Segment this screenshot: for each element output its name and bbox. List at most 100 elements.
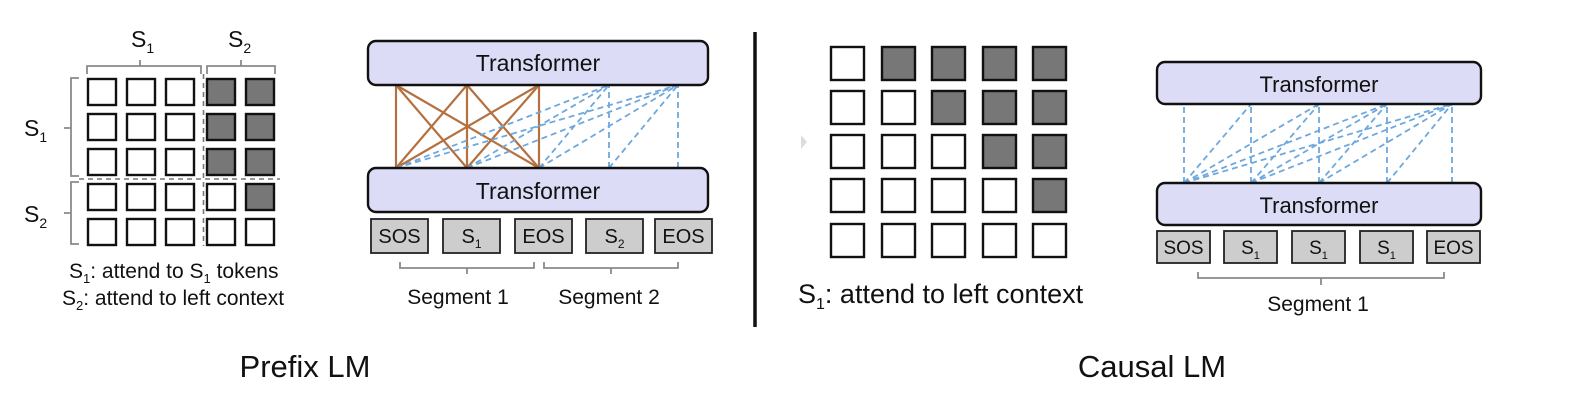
causal-bottom-transformer (1155, 181, 1483, 227)
causal-cell-r5-c4 (981, 222, 1018, 259)
causal-cell-r3-c1 (829, 133, 866, 170)
prefix-cell-r1-c1 (86, 77, 118, 107)
prefix-attention-line-1-to-4 (395, 84, 610, 169)
prefix-cell-r4-c5 (244, 182, 276, 212)
prefix-row-label-s1: S1 (24, 115, 47, 145)
causal-attention-line-1-to-5 (1183, 103, 1453, 184)
prefix-token-2 (442, 218, 501, 254)
prefix-attention-line-1-to-2 (395, 84, 468, 169)
prefix-token-4-label: S2 (604, 226, 624, 251)
prefix-cell-r5-c2 (125, 217, 157, 247)
causal-cell-r3-c5 (1031, 133, 1068, 170)
causal-mask-panel: S1: attend to left context (798, 45, 1084, 313)
causal-token-3-label: S1 (1309, 238, 1328, 262)
causal-cell-r1-c5 (1031, 45, 1068, 82)
prefix-cell-r3-c1 (86, 147, 118, 177)
causal-segment-1-label: Segment 1 (1267, 293, 1369, 316)
prefix-cell-r3-c5 (244, 147, 276, 177)
causal-attention-line-2-to-5 (1250, 103, 1453, 184)
prefix-segment-2-bracket (543, 262, 679, 274)
prefix-attention-line-2-to-4 (466, 84, 610, 169)
causal-cell-r5-c1 (829, 222, 866, 259)
prefix-bottom-transformer (366, 166, 710, 214)
causal-top-transformer (1155, 60, 1483, 106)
play-triangle-icon (801, 135, 807, 149)
prefix-segment-2-label: Segment 2 (558, 286, 660, 309)
prefix-cell-r4-c3 (164, 182, 196, 212)
prefix-row-label-s2: S2 (24, 201, 47, 231)
prefix-attention-line-3-to-5 (538, 84, 679, 169)
prefix-cell-r2-c3 (164, 112, 196, 142)
causal-segment-1-bracket (1197, 272, 1445, 285)
prefix-cell-r3-c3 (164, 147, 196, 177)
causal-mask-grid (829, 45, 1068, 259)
prefix-mask-grid (86, 77, 276, 247)
causal-cell-r2-c5 (1031, 89, 1068, 126)
causal-cell-r2-c3 (930, 89, 967, 126)
prefix-cell-r2-c5 (244, 112, 276, 142)
causal-cell-r2-c2 (880, 89, 917, 126)
causal-attention-line-4-to-5 (1386, 103, 1453, 184)
prefix-cell-r2-c4 (205, 112, 237, 142)
prefix-cell-r5-c5 (244, 217, 276, 247)
prefix-token-4 (585, 218, 644, 254)
causal-cell-r1-c2 (880, 45, 917, 82)
prefix-token-2-label: S1 (461, 226, 481, 251)
prefix-attention-lines (394, 84, 679, 169)
causal-attention-line-1-to-4 (1183, 103, 1388, 184)
causal-token-1-label: SOS (1163, 238, 1203, 259)
prefix-cell-r2-c1 (86, 112, 118, 142)
causal-attention-lines (1183, 103, 1453, 184)
causal-attention-line-1-to-3 (1183, 103, 1320, 184)
causal-cell-r3-c3 (930, 133, 967, 170)
prefix-col-bracket-s2 (206, 60, 276, 74)
prefix-cell-r1-c4 (205, 77, 237, 107)
prefix-attention-line-4-to-5 (608, 84, 679, 169)
causal-cell-r2-c1 (829, 89, 866, 126)
prefix-token-3-label: EOS (522, 226, 564, 248)
prefix-top-transformer (366, 39, 710, 87)
prefix-row-bracket-s2 (64, 181, 79, 245)
causal-cell-r5-c3 (930, 222, 967, 259)
prefix-cell-r5-c3 (164, 217, 196, 247)
prefix-col-label-s2: S2 (228, 26, 251, 56)
causal-token-4-label: S1 (1377, 238, 1396, 262)
prefix-segment-1-label: Segment 1 (407, 286, 509, 309)
prefix-segment-1-bracket (399, 262, 535, 274)
causal-lm-caption: Causal LM (1078, 349, 1226, 384)
prefix-legend-line-2: S2: attend to left context (62, 287, 284, 313)
causal-cell-r2-c4 (981, 89, 1018, 126)
prefix-attention-line-1-to-3 (395, 84, 540, 169)
causal-cell-r5-c5 (1031, 222, 1068, 259)
causal-cell-r4-c3 (930, 177, 967, 214)
causal-attention-line-1-to-2 (1183, 103, 1252, 184)
prefix-cell-r4-c4 (205, 182, 237, 212)
prefix-cell-r4-c2 (125, 182, 157, 212)
prefix-cell-r3-c2 (125, 147, 157, 177)
prefix-cell-r5-c4 (205, 217, 237, 247)
causal-cell-r4-c4 (981, 177, 1018, 214)
prefix-attention-line-2-to-5 (466, 84, 679, 169)
causal-legend-line-1: S1: attend to left context (798, 279, 1084, 313)
causal-token-2 (1223, 230, 1278, 264)
causal-token-5-label: EOS (1433, 238, 1473, 259)
causal-cell-r4-c2 (880, 177, 917, 214)
causal-cell-r3-c4 (981, 133, 1018, 170)
prefix-cell-r1-c5 (244, 77, 276, 107)
prefix-attention-line-1-to-5 (395, 84, 679, 169)
prefix-bottom-transformer-label: Transformer (476, 178, 601, 204)
prefix-cell-r2-c2 (125, 112, 157, 142)
causal-attention-line-2-to-3 (1250, 103, 1320, 184)
causal-token-4 (1359, 230, 1414, 264)
causal-cell-r1-c4 (981, 45, 1018, 82)
prefix-legend-line-1: S1: attend to S1 tokens (69, 260, 278, 286)
prefix-token-5-label: EOS (662, 226, 704, 248)
prefix-token-3 (514, 218, 573, 254)
prefix-cell-r4-c1 (86, 182, 118, 212)
causal-cell-r4-c5 (1031, 177, 1068, 214)
prefix-row-bracket-s1 (64, 77, 79, 177)
causal-attention-line-2-to-4 (1250, 103, 1388, 184)
